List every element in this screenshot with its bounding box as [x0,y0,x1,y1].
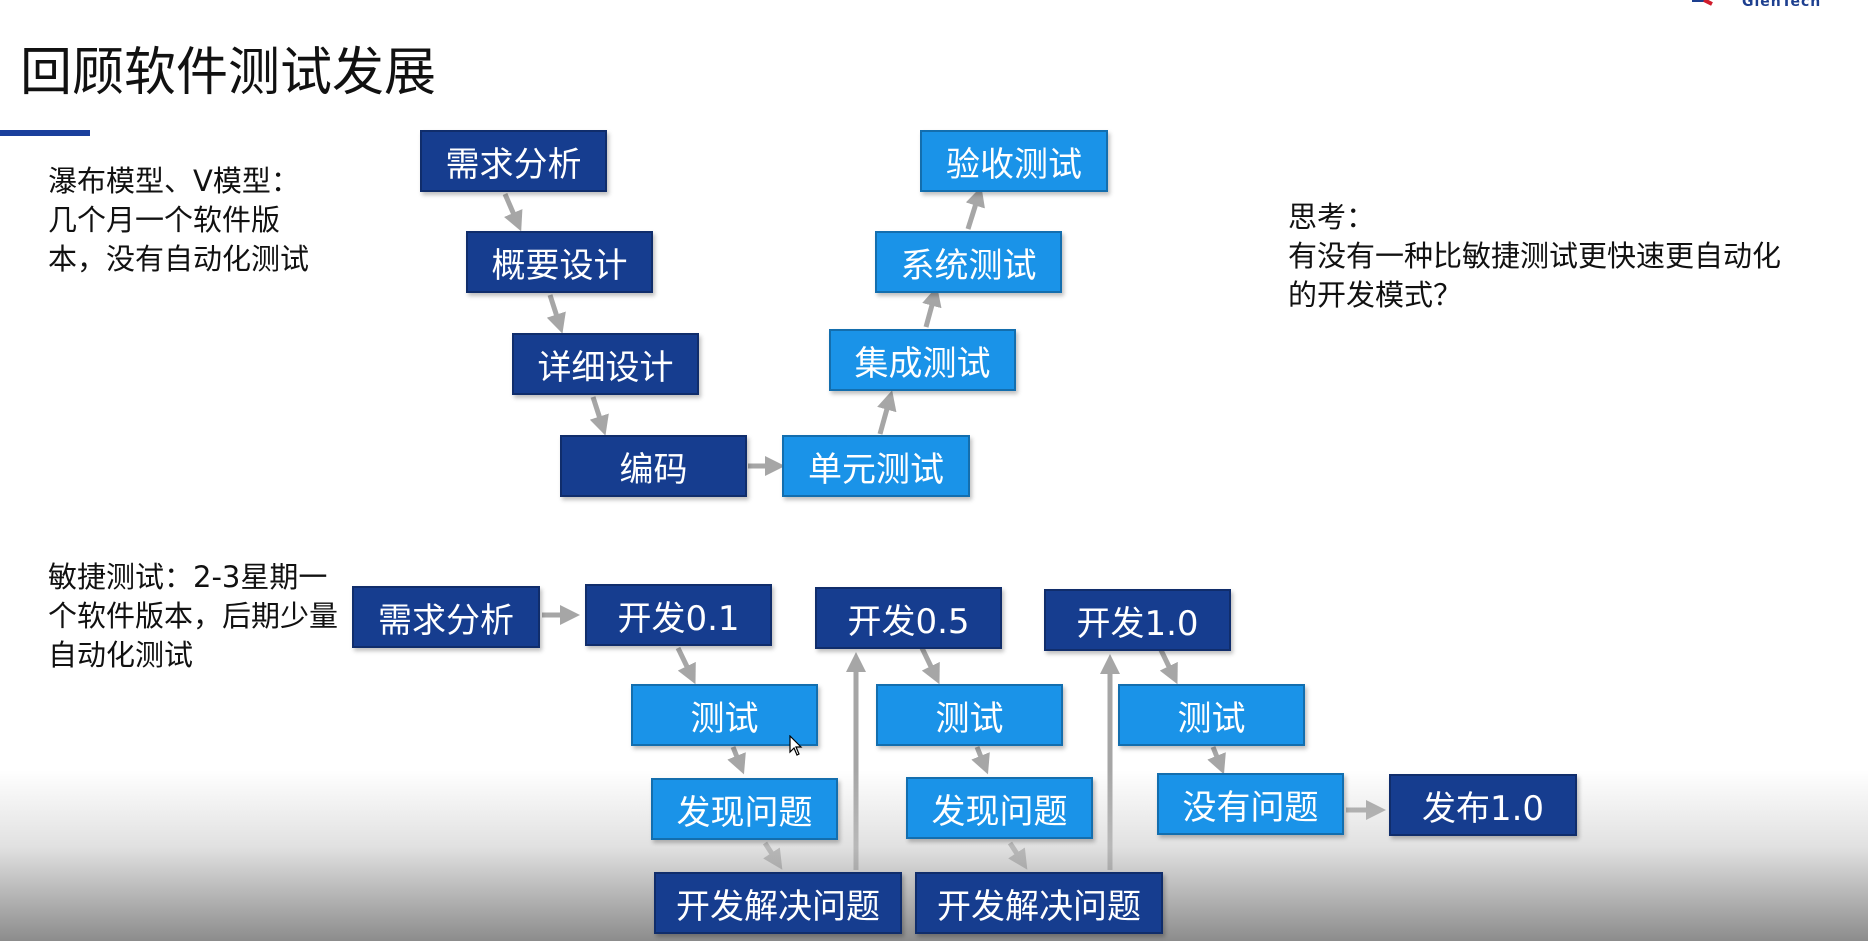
agile-test-1-box: 测试 [631,684,818,746]
arrow-outline-to-detail [546,294,566,334]
agile-dev-1-0-box: 开发1.0 [1044,589,1231,651]
arrow-system-to-acceptance [965,186,985,230]
agile-dev-0-1-box: 开发0.1 [585,584,772,646]
v-outline-design-box: 概要设计 [466,231,653,293]
agile-issues-2-box: 发现问题 [906,777,1093,839]
agile-test-2-box: 测试 [876,684,1063,746]
v-acceptance-test-box: 验收测试 [920,130,1108,192]
agile-fix-1-box: 开发解决问题 [654,872,902,934]
arrow-test1-to-issues1 [727,746,746,775]
arrow-unit-to-integration [877,390,897,435]
v-system-test-box: 系统测试 [875,231,1062,293]
agile-note: 敏捷测试：2-3星期一个软件版本，后期少量自动化测试 [48,560,339,672]
agile-test-3-box: 测试 [1118,684,1305,746]
think-title: 思考： [1288,200,1376,234]
agile-requirements-box: 需求分析 [352,586,540,648]
arrow-issues1-to-fix1 [762,841,783,870]
agile-dev-0-5-box: 开发0.5 [815,587,1002,649]
v-integration-test-box: 集成测试 [829,329,1016,391]
arrow-dev05-to-test2 [919,646,940,685]
arrow-req-to-outline [502,193,523,232]
page-title: 回顾软件测试发展 [20,43,437,103]
think-note: 思考： 有没有一种比敏捷测试更快速更自动化的开发模式？ [1288,198,1788,315]
agile-release-1-0-box: 发布1.0 [1389,774,1577,836]
arrow-dev01-to-test1 [675,646,696,685]
mouse-cursor-icon [789,735,803,756]
v-unit-test-box: 单元测试 [782,435,970,497]
logo-text: GienTech [1742,0,1822,10]
arrow-test2-to-issues2 [971,746,990,775]
arrow-detail-to-coding [589,396,609,436]
gientech-logo: GienTech [1690,0,1830,16]
v-requirements-box: 需求分析 [420,130,607,192]
agile-issues-1-box: 发现问题 [651,778,838,840]
arrow-test3-to-noissues [1207,746,1226,775]
agile-fix-2-box: 开发解决问题 [915,872,1163,934]
waterfall-note: 瀑布模型、V模型：几个月一个软件版本，没有自动化测试 [48,164,310,276]
title-accent-bar [0,130,90,136]
arrow-issues2-to-fix2 [1007,841,1028,870]
v-detailed-design-box: 详细设计 [512,333,699,395]
arrow-integration-to-system [922,286,942,328]
v-coding-box: 编码 [560,435,747,497]
logo-mark-icon [1692,0,1713,6]
agile-no-issues-box: 没有问题 [1157,773,1344,835]
think-body: 有没有一种比敏捷测试更快速更自动化的开发模式？ [1288,239,1782,312]
arrow-dev10-to-test3 [1157,646,1178,685]
